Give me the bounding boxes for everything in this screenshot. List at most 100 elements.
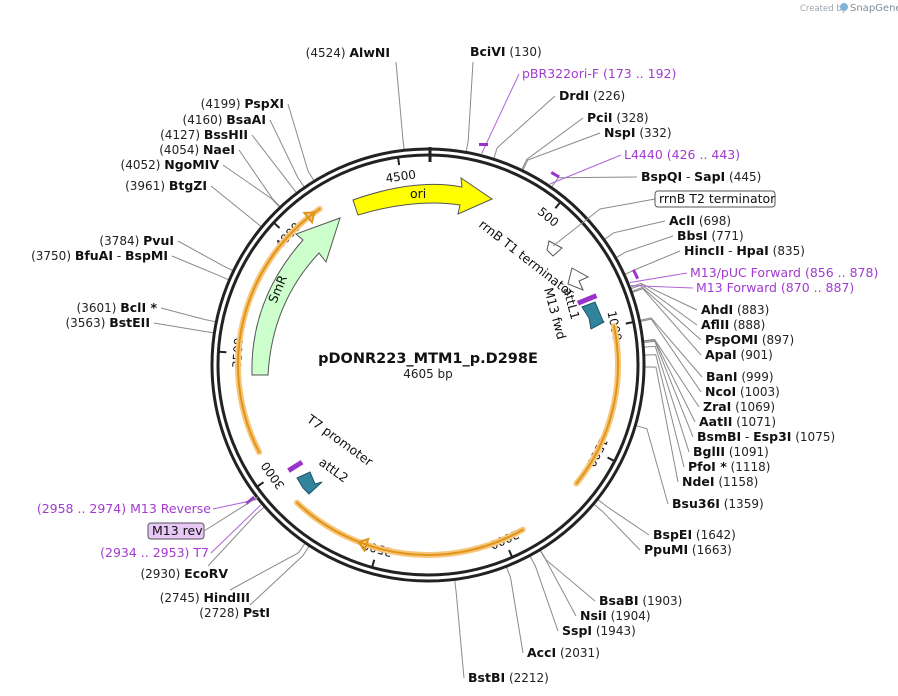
site-label: Bsu36I (1359) — [672, 496, 764, 511]
site-label: NsiI (1904) — [580, 608, 651, 623]
leader-zrai — [643, 338, 700, 408]
site-name-label: PvuI — [143, 233, 174, 248]
primer-label: M13 Forward (870 .. 887) — [696, 280, 854, 295]
site-name-label: PciI — [587, 110, 613, 125]
leader-nspi — [522, 132, 601, 171]
site-position: (3750) — [31, 249, 75, 263]
site-name-label: DrdI — [559, 88, 589, 103]
site-name-label: AatII — [699, 414, 732, 429]
leader-aatii — [643, 339, 696, 423]
site-position: (4054) — [159, 143, 203, 157]
site-position: (2728) — [199, 606, 243, 620]
rrnb-t2-label: rrnB T2 terminator — [659, 191, 776, 206]
site-position: (1071) — [732, 415, 776, 429]
feature-ori: ori — [352, 176, 494, 216]
site-name-label: NdeI — [682, 474, 715, 489]
site-hindiii: (2745) HindIII — [160, 590, 250, 605]
site-name2-label: BspMI — [125, 248, 168, 263]
site-position: (2212) — [505, 671, 549, 685]
site-name-label: PspOMI — [705, 332, 758, 347]
site-position: (2745) — [160, 591, 204, 605]
map-length: 4605 bp — [403, 367, 453, 381]
site-separator: - — [682, 170, 694, 184]
site-label: BglII (1091) — [693, 444, 769, 459]
site-apai: ApaI (901) — [705, 347, 773, 362]
site-name-label: AclI — [669, 213, 695, 228]
site-position: (3563) — [65, 316, 109, 330]
backbone — [210, 147, 646, 583]
orf-left-arc — [237, 207, 321, 454]
site-name-label: NgoMIV — [164, 157, 219, 172]
site-label: (3601) BclI * — [77, 300, 158, 315]
site-label: BsaBI (1903) — [599, 593, 682, 608]
site-name2-label: Esp3I — [753, 429, 791, 444]
orf-arcs — [235, 205, 621, 558]
site-label: BanI (999) — [706, 369, 774, 384]
site-name-label: BspQI — [641, 169, 682, 184]
site-ahdi: AhdI (883) — [701, 302, 769, 317]
site-label: (2728) PstI — [199, 605, 270, 620]
leader-lines — [153, 61, 703, 679]
tick-4500 — [397, 157, 401, 166]
leader-ncoi — [640, 318, 702, 393]
site-separator: - — [741, 430, 753, 444]
site-name-label: BstEII — [109, 315, 150, 330]
site-position: (1003) — [736, 385, 780, 399]
site-bsabi: BsaBI (1903) — [599, 593, 682, 608]
site-bsmbi: BsmBI - Esp3I (1075) — [697, 429, 835, 444]
tick-label-4500: 4500 — [385, 167, 417, 185]
site-label: AflII (888) — [701, 317, 765, 332]
site-label: AhdI (883) — [701, 302, 769, 317]
site-position: (1075) — [791, 430, 835, 444]
m13-reverse-marker — [245, 496, 256, 505]
primer-name: M13 Forward — [696, 280, 777, 295]
leader-ngomiv — [222, 164, 280, 208]
site-name-label: AlwNI — [349, 45, 390, 60]
leader-bbsi — [616, 235, 674, 258]
m13-rev-label: M13 rev — [152, 523, 203, 538]
site-bglii: BglII (1091) — [693, 444, 769, 459]
leader-naei — [238, 149, 281, 207]
leader-hincii — [624, 250, 681, 275]
leader-acli — [604, 220, 666, 240]
leader-l4440 — [549, 154, 622, 185]
site-naei: (4054) NaeI — [159, 142, 235, 157]
site-label: ApaI (901) — [705, 347, 773, 362]
site-name-label: PspXI — [244, 96, 284, 111]
primer-range: (870 .. 887) — [781, 280, 854, 295]
leader-nsii — [539, 550, 577, 617]
m13-puc-forward-marker — [632, 269, 640, 280]
site-name-label: BsaBI — [599, 593, 639, 608]
site-position: (1642) — [692, 528, 736, 542]
site-label: PpuMI (1663) — [644, 542, 732, 557]
attl2-label: attL2 — [316, 454, 351, 485]
site-name-label: BtgZI — [169, 178, 207, 193]
leader-pfoi — [644, 354, 685, 468]
tick-500 — [554, 201, 562, 209]
site-position: (1158) — [715, 475, 759, 489]
site-label: BbsI (771) — [677, 228, 744, 243]
site-position: (888) — [729, 318, 765, 332]
site-label: HincII - HpaI (835) — [684, 243, 805, 258]
primer-m13-forward: M13 Forward (870 .. 887) — [696, 280, 854, 295]
site-position: (897) — [758, 333, 794, 347]
site-name-label: NcoI — [705, 384, 736, 399]
primer-m13-puc-forward: M13/pUC Forward (856 .. 878) — [690, 265, 878, 280]
site-acci: AccI (2031) — [527, 645, 600, 660]
leader-btgzi — [210, 185, 262, 227]
site-label: NdeI (1158) — [682, 474, 758, 489]
primer-pbr322ori-f: pBR322ori-F (173 .. 192) — [522, 66, 676, 81]
site-ecorv: (2930) EcoRV — [140, 566, 228, 581]
site-sspi: SspI (1943) — [562, 623, 636, 638]
site-name-label: ApaI — [705, 347, 737, 362]
site-bspqi: BspQI - SapI (445) — [641, 169, 761, 184]
site-position: (1904) — [607, 609, 651, 623]
primer-name: M13/pUC Forward — [690, 265, 801, 280]
site-label: (3563) BstEII — [65, 315, 150, 330]
primer-label: (2934 .. 2953) T7 — [100, 545, 209, 560]
site-name-label: BglII — [693, 444, 725, 459]
map-center: pDONR223_MTM1_p.D298E 4605 bp — [318, 351, 538, 381]
tick-1000 — [625, 320, 634, 325]
primer-range: (173 .. 192) — [603, 66, 676, 81]
rrnb-t2-leader — [552, 208, 601, 247]
